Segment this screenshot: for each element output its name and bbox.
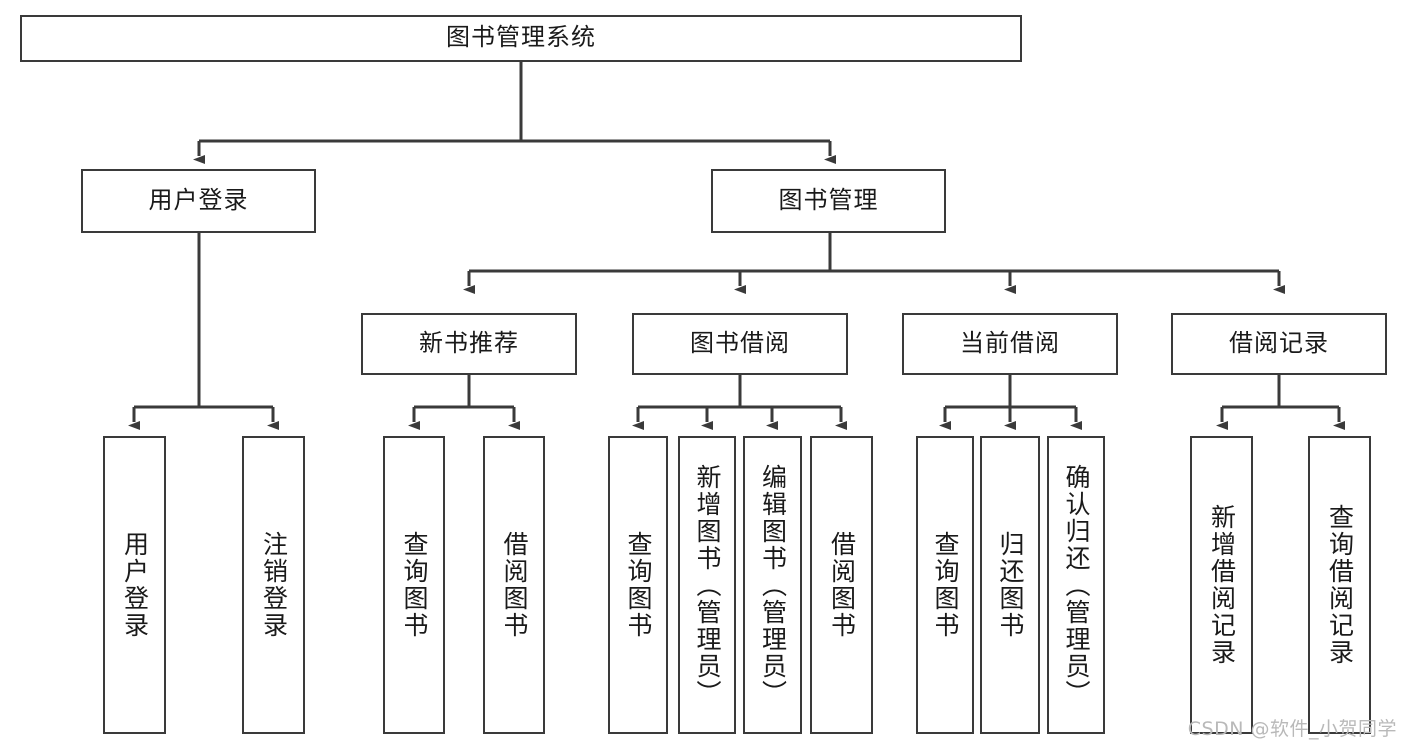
- csdn-watermark: CSDN @软件_小贺同学: [1187, 718, 1397, 740]
- node-label: 查询图书: [624, 531, 652, 639]
- leaf-user-login[interactable]: 用户登录: [103, 436, 166, 734]
- node-root-system[interactable]: 图书管理系统: [20, 15, 1022, 62]
- node-label: 归还图书: [996, 531, 1024, 639]
- node-label: 编辑图书（管理员）: [758, 463, 787, 707]
- node-label: 图书管理系统: [446, 24, 596, 52]
- node-label: 图书管理: [778, 186, 879, 214]
- node-label: 注销登录: [259, 531, 288, 639]
- node-label: 确认归还（管理员）: [1062, 463, 1090, 707]
- node-label: 图书借阅: [690, 329, 790, 357]
- node-label: 新增图书（管理员）: [693, 463, 721, 707]
- leaf-query-borrow-record[interactable]: 查询借阅记录: [1308, 436, 1371, 734]
- node-label: 借阅记录: [1229, 329, 1329, 357]
- node-label: 新增借阅记录: [1207, 504, 1236, 666]
- node-label: 查询借阅记录: [1325, 504, 1354, 666]
- leaf-query-book-recommend[interactable]: 查询图书: [383, 436, 445, 734]
- node-label: 当前借阅: [960, 329, 1060, 357]
- leaf-borrow-book-borrow[interactable]: 借阅图书: [810, 436, 873, 734]
- node-user-login[interactable]: 用户登录: [81, 169, 316, 233]
- node-borrow-record[interactable]: 借阅记录: [1171, 313, 1387, 375]
- node-label: 用户登录: [120, 531, 149, 639]
- node-current-borrow[interactable]: 当前借阅: [902, 313, 1118, 375]
- node-label: 借阅图书: [500, 531, 528, 639]
- node-label: 借阅图书: [827, 531, 856, 639]
- leaf-query-book-current[interactable]: 查询图书: [916, 436, 974, 734]
- leaf-add-borrow-record[interactable]: 新增借阅记录: [1190, 436, 1253, 734]
- node-new-book-recommend[interactable]: 新书推荐: [361, 313, 577, 375]
- node-book-management[interactable]: 图书管理: [711, 169, 946, 233]
- node-label: 用户登录: [148, 186, 249, 214]
- leaf-query-book-borrow[interactable]: 查询图书: [608, 436, 668, 734]
- node-label: 查询图书: [400, 531, 428, 639]
- node-label: 新书推荐: [419, 329, 519, 357]
- leaf-add-book-admin[interactable]: 新增图书（管理员）: [678, 436, 736, 734]
- leaf-borrow-book-recommend[interactable]: 借阅图书: [483, 436, 545, 734]
- leaf-confirm-return-admin[interactable]: 确认归还（管理员）: [1047, 436, 1105, 734]
- leaf-edit-book-admin[interactable]: 编辑图书（管理员）: [743, 436, 802, 734]
- leaf-return-book[interactable]: 归还图书: [980, 436, 1040, 734]
- leaf-logout-login[interactable]: 注销登录: [242, 436, 305, 734]
- node-book-borrow[interactable]: 图书借阅: [632, 313, 848, 375]
- node-label: 查询图书: [931, 531, 959, 639]
